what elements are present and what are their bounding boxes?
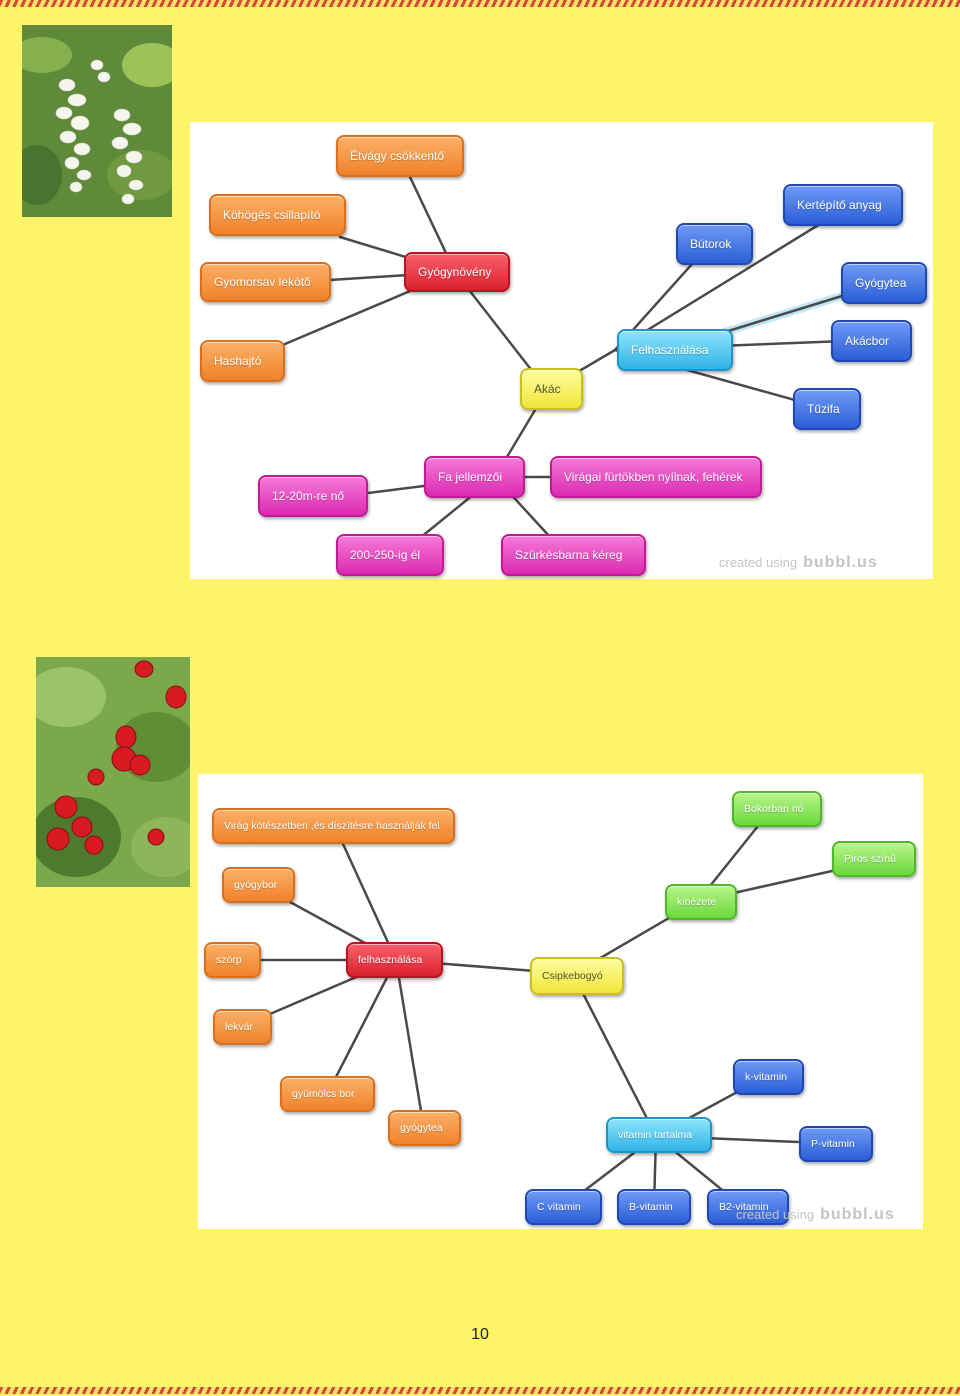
node-szurkesbarna-kereg: Szürkésbarna kéreg — [501, 534, 646, 576]
node-vitamin-tartalma: vitamin tartalma — [606, 1117, 712, 1153]
node-b2-vitamin: B2-vitamin — [707, 1189, 789, 1225]
bubbl-logo-2: bubbl.us — [820, 1206, 895, 1223]
node-viragai-furtokben: Virágai fürtökben nyílnak, fehérek — [550, 456, 762, 498]
rosehip-berries-photo — [36, 657, 190, 887]
node-fa-jellemzoi: Fa jellemzői — [424, 456, 525, 498]
rosehip-mind-map: Csipkebogyó felhasználása Virág kötészet… — [198, 774, 923, 1229]
node-hashajto: Hashajtó — [200, 340, 285, 382]
node-bokorban-no: Bokorban nő — [732, 791, 822, 827]
node-gyumolcs-bor: gyümölcs bor — [280, 1076, 375, 1112]
bubbl-logo: bubbl.us — [803, 554, 878, 571]
credit-bubbl-2: created using bubbl.us — [736, 1206, 895, 1224]
node-etvagy-csokkento: Étvágy csökkentő — [336, 135, 464, 177]
acacia-mind-map: Akác Gyógynövény Étvágy csökkentő Köhögé… — [190, 122, 933, 579]
credit-text: created using — [719, 555, 798, 570]
node-gyogynoveny: Gyógynövény — [404, 252, 510, 292]
node-12-20m-re-no: 12-20m-re nő — [258, 475, 368, 517]
node-kohoges-csillapito: Köhögés csillapító — [209, 194, 346, 236]
node-kertepito-anyag: Kertépítő anyag — [783, 184, 903, 226]
node-kinezete: kinézete — [665, 884, 737, 920]
node-szorp: szörp — [204, 942, 261, 978]
node-k-vitamin: k-vitamin — [733, 1059, 804, 1095]
node-felhasznalasa: Felhasználása — [617, 329, 733, 371]
node-gyogytea: Gyógytea — [841, 262, 927, 304]
decorative-border-top — [0, 0, 960, 7]
node-tuzifa: Tűzifa — [793, 388, 861, 430]
node-virag-koteszetben: Virág kötészetben ,és díszítésre használ… — [212, 808, 455, 844]
credit-text-2: created using — [736, 1207, 815, 1222]
credit-bubbl: created using bubbl.us — [719, 554, 878, 572]
decorative-border-bottom — [0, 1387, 960, 1394]
acacia-flower-photo — [22, 25, 172, 217]
node-csipkebogyo: Csipkebogyó — [530, 957, 624, 995]
node-p-vitamin: P-vitamin — [799, 1126, 873, 1162]
page-number: 10 — [471, 1326, 489, 1343]
node-akacbor: Akácbor — [831, 320, 912, 362]
node-b-vitamin: B-vitamin — [617, 1189, 691, 1225]
node-akac: Akác — [520, 368, 583, 410]
node-gyogytea-2: gyógytea — [388, 1110, 461, 1146]
node-felhasznalasa-2: felhasználása — [346, 942, 443, 978]
node-gyogybor: gyógybor — [222, 867, 295, 903]
node-piros-szinu: Piros színű — [832, 841, 916, 877]
node-butorok: Bútorok — [676, 223, 753, 265]
node-200-250-ig-el: 200-250-ig él — [336, 534, 444, 576]
node-gyomorsav-lekoto: Gyomorsav lekötő — [200, 262, 331, 302]
node-lekvar: lekvár — [213, 1009, 272, 1045]
node-c-vitamin: C vitamin — [525, 1189, 602, 1225]
